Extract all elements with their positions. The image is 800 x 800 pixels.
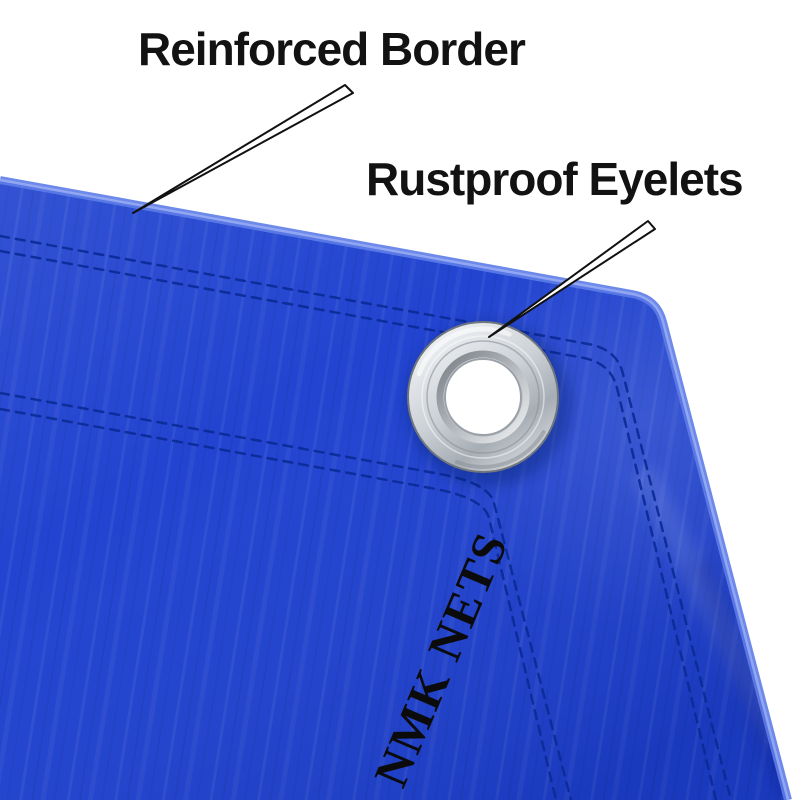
reinforced-border-label: Reinforced Border [138,23,526,75]
eyelet-ring-groove-dark [426,340,540,454]
eyelet-shade-arc [411,325,555,469]
pointer-arrow-reinforced-border [132,84,354,214]
stitch-line-seam-1 [0,391,573,800]
tarp-edge-bright-line [0,178,790,800]
pointer-arrow-rustproof-eyelets [488,220,656,338]
stitch-line-seam-2 [0,407,558,800]
eyelet-ring-groove-light [421,335,545,459]
stitch-line-edge-1 [0,234,733,800]
stitch-line-edge-2 [0,249,718,800]
eyelet-inner-rim [436,350,530,444]
eyelet [407,321,559,473]
rustproof-eyelets-label: Rustproof Eyelets [366,153,744,205]
eyelet-specular-arc [412,326,554,468]
eyelet-hole [444,358,522,436]
